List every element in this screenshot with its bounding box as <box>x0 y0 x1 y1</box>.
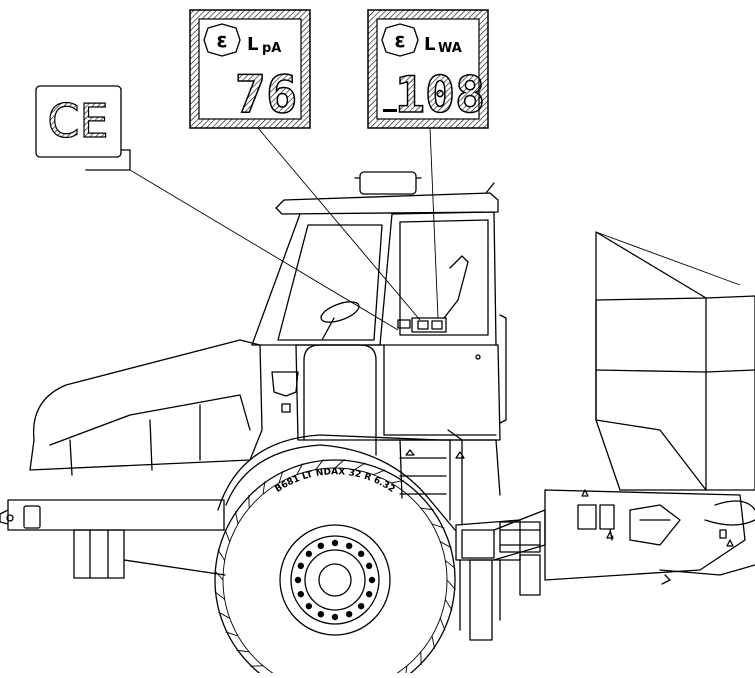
lpa-value: 76 <box>235 65 298 125</box>
rear-frame <box>545 490 745 580</box>
leader-lines <box>130 128 438 330</box>
front-wheel: B681 LT NDAX 32 R 6.32 <box>214 459 455 673</box>
hub <box>305 550 365 610</box>
beacon-light <box>360 172 416 194</box>
lwa-quantity-main: L <box>424 34 435 55</box>
tire-marking: B681 LT NDAX 32 R 6.32 <box>274 467 397 495</box>
lpa-quantity-sub: pA <box>262 41 281 56</box>
lwa-value: 108 <box>395 66 485 124</box>
ce-mark: CE <box>47 94 108 148</box>
lwa-quantity-sub: WA <box>438 41 462 56</box>
articulation <box>456 490 755 640</box>
ex-symbol: ε <box>394 28 405 52</box>
ce-label: CE <box>36 86 130 170</box>
tire <box>215 460 455 673</box>
chassis <box>0 430 500 578</box>
lpa-label: ε L pA 76 <box>190 10 310 128</box>
lwa-label: ε L WA 108 <box>368 10 488 128</box>
dump-body <box>596 232 755 490</box>
lpa-quantity-main: L <box>247 34 258 55</box>
ex-symbol: ε <box>216 28 227 52</box>
rim <box>291 536 379 624</box>
mirror <box>272 372 298 396</box>
hood <box>30 340 298 475</box>
steering-wheel <box>318 298 361 327</box>
